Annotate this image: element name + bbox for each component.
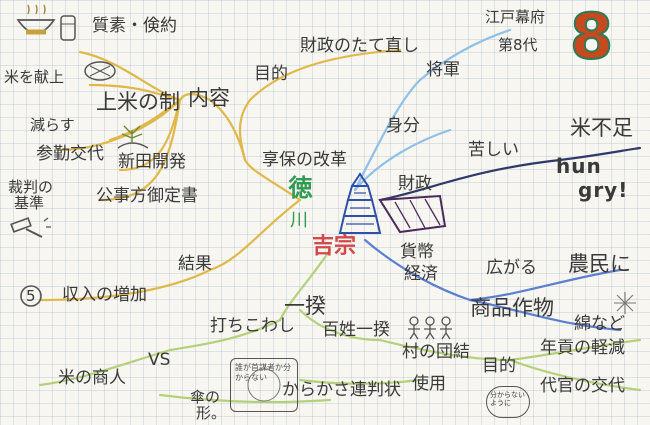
uchikowashi-label: 打ちこわし: [210, 316, 295, 336]
ikki-label: 一揆: [284, 294, 326, 318]
hirogaru-label: 広がる: [486, 258, 537, 278]
shogun-label: 将軍: [426, 60, 460, 80]
speech-bubble: 分からないように: [486, 386, 530, 418]
hyakushou-label: 百姓一揆: [322, 320, 390, 340]
rice-offer-label: 米を献上: [4, 68, 65, 86]
saiban-label-2: 基準: [14, 194, 45, 212]
daikan-label: 代官の交代: [540, 376, 625, 396]
kasa-label-1: 傘の: [190, 388, 221, 406]
saiban-label-1: 裁判の: [8, 178, 54, 196]
center-toku: 徳: [284, 175, 312, 199]
number-eight: 8: [569, 0, 614, 73]
shiyou-label: 使用: [412, 374, 446, 394]
gavel-icon: [10, 217, 51, 238]
circle-mark-icon: [20, 285, 42, 307]
hungry-line-1: hun: [556, 154, 602, 178]
sankin-label: 参勤交代: [36, 144, 104, 164]
edo-bakufu-label: 江戸幕府: [485, 8, 546, 26]
karakasa-illustration: 誰が首謀者か分からない: [230, 358, 298, 412]
noumin-label: 農民に: [568, 252, 631, 276]
karakasa-circle-icon: [247, 368, 281, 402]
karakasa-stamp-text: 誰が首謀者か分からない: [235, 363, 291, 382]
plant-icon: [117, 125, 149, 149]
cup-icon: [60, 15, 76, 41]
speech-bubble-text: 分からないように: [490, 391, 525, 408]
kekka-label: 結果: [178, 254, 212, 274]
wata-label: 綿など: [574, 314, 625, 334]
center-yoshimune: 吉宗: [312, 234, 357, 259]
vs-label: VS: [148, 350, 171, 370]
rice-bag-icon: [84, 61, 116, 81]
shouhin-label: 商品作物: [470, 296, 554, 320]
rice-bowl-icon: [16, 4, 56, 35]
shinden-label: 新田開発: [118, 152, 186, 172]
kujikata-label: 公事方御定書: [96, 186, 198, 206]
kyouhou-label: 享保の改革: [262, 150, 347, 170]
mura-label: 村の団結: [402, 342, 470, 362]
center-kawa: 川: [287, 210, 308, 228]
dai8dai-label: 第8代: [498, 36, 538, 54]
mokuteki2-label: 目的: [482, 356, 516, 376]
shuunyuu-label: 収入の増加: [62, 285, 147, 305]
thrift-label: 質素・倹約: [92, 16, 177, 36]
kahei-label-2: 経済: [404, 264, 438, 284]
karakasa-label: からかさ連判状: [282, 380, 401, 400]
circle-mark-number: 5: [26, 287, 36, 305]
nengu-label: 年貢の軽減: [540, 338, 625, 358]
castle-icon: [338, 172, 382, 234]
mokuteki-label: 目的: [254, 64, 288, 84]
sparkle-icon: [614, 292, 636, 314]
kome-fusoku-label: 米不足: [570, 116, 633, 140]
zaisei-tatenaoshi-label: 財政のたて直し: [300, 36, 419, 56]
reduce-label: 減らす: [30, 116, 75, 134]
zaisei-label: 財政: [398, 174, 432, 194]
kome-shounin-label: 米の商人: [58, 368, 126, 388]
kahei-label-1: 貨幣: [400, 242, 434, 262]
kasa-label-2: 形。: [196, 404, 227, 422]
people-icon: [408, 316, 452, 340]
naiyou-label: 内容: [188, 86, 230, 110]
mibun-label: 身分: [386, 116, 420, 136]
kurushii-label: 苦しい: [468, 140, 519, 160]
hungry-line-2: gry!: [578, 178, 629, 202]
jomai-label: 上米の制: [96, 90, 180, 114]
